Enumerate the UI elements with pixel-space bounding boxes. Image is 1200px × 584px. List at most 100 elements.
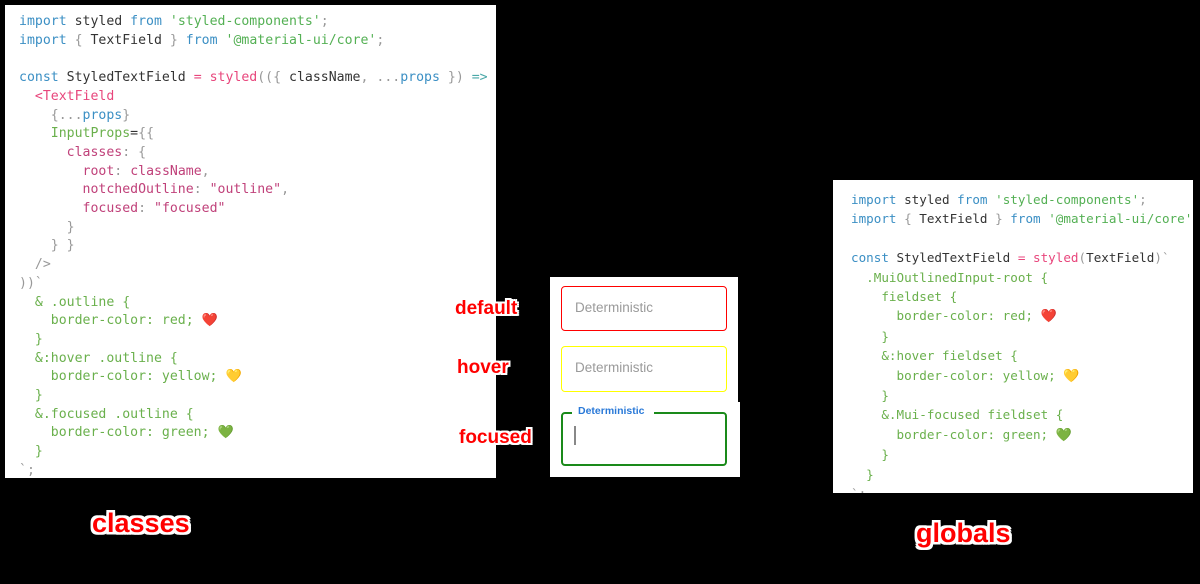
code-block-classes: import styled from 'styled-components';i…	[19, 13, 496, 478]
code-token: props	[400, 70, 440, 86]
code-token	[851, 388, 881, 403]
code-token	[146, 201, 154, 216]
code-token: {	[273, 70, 282, 86]
code-token	[162, 14, 170, 29]
code-token	[19, 407, 35, 422]
code-token: }	[34, 388, 43, 404]
textfield-default-label: Deterministic	[575, 300, 654, 315]
code-line: border-color: red; ❤️	[19, 312, 496, 331]
code-token	[19, 295, 35, 310]
code-token: ❤️	[201, 313, 218, 329]
code-token: 💚	[1055, 427, 1072, 443]
code-token	[19, 388, 35, 403]
code-token	[19, 444, 35, 459]
code-token: border-color: yellow;	[50, 369, 226, 385]
code-token: ...	[368, 70, 401, 86]
code-token: TextField	[911, 211, 996, 227]
demo-cell-default: Deterministic	[550, 277, 738, 339]
code-token: from	[185, 32, 218, 48]
code-token: '@material-ui/core'	[225, 32, 377, 48]
code-token: 💛	[1063, 368, 1080, 384]
code-token	[19, 332, 35, 347]
code-token: border-color: red;	[50, 313, 202, 329]
code-line: border-color: green; 💚	[851, 425, 1193, 445]
code-token	[19, 108, 51, 123]
code-token: ...	[58, 107, 83, 123]
code-token: ))	[19, 275, 35, 291]
code-line: }	[19, 331, 496, 350]
code-token	[851, 368, 897, 383]
textfield-default[interactable]: Deterministic	[561, 286, 727, 331]
code-line: notchedOutline: "outline",	[19, 181, 496, 200]
code-token: InputProps	[50, 126, 131, 142]
code-token	[19, 126, 51, 141]
code-line: `;	[851, 484, 1193, 493]
code-token: className	[122, 163, 202, 179]
code-token: className	[281, 70, 361, 86]
textfield-focused[interactable]: Deterministic	[561, 405, 727, 466]
demo-preview: Deterministic Deterministic Deterministi…	[550, 277, 740, 477]
caption-classes: classes	[92, 508, 190, 538]
code-line: border-color: yellow; 💛	[19, 368, 496, 387]
code-line: border-color: green; 💚	[19, 424, 496, 443]
code-line: import styled from 'styled-components';	[851, 190, 1193, 209]
code-line: }	[851, 465, 1193, 484]
code-token: )	[455, 70, 464, 86]
code-line: focused: "focused"	[19, 200, 496, 219]
code-token	[851, 270, 866, 285]
annotation-focused: focused	[459, 427, 532, 448]
code-token: ;	[26, 462, 35, 478]
code-token: classes	[66, 144, 123, 160]
code-token: styled	[209, 70, 258, 86]
demo-cell-hover: Deterministic	[550, 339, 738, 402]
code-line	[851, 229, 1193, 248]
code-token: }	[881, 388, 889, 404]
code-token	[19, 182, 83, 197]
code-token: }	[881, 328, 889, 344]
code-line: const StyledTextField = styled(TextField…	[851, 248, 1193, 267]
code-line: root: className,	[19, 163, 496, 182]
code-line: }	[19, 443, 496, 462]
code-token: ;	[320, 14, 329, 29]
code-line: &.Mui-focused fieldset {	[851, 405, 1193, 424]
code-panel-globals: import styled from 'styled-components';i…	[833, 180, 1193, 493]
code-token: const	[19, 70, 59, 86]
code-token	[202, 70, 210, 85]
code-token	[67, 33, 75, 48]
code-token	[1025, 250, 1033, 265]
code-token	[19, 201, 83, 216]
code-token: from	[957, 192, 988, 207]
code-token: ;	[1192, 211, 1193, 226]
code-token	[19, 313, 51, 328]
code-token: import	[19, 32, 67, 48]
code-token	[851, 289, 881, 304]
code-token: }	[447, 70, 456, 86]
code-token: }	[34, 444, 43, 460]
code-token	[851, 427, 897, 442]
code-token: {	[50, 107, 59, 123]
code-line: }	[19, 219, 496, 238]
code-block-globals: import styled from 'styled-components';i…	[851, 190, 1193, 493]
code-token: }	[169, 32, 178, 48]
textfield-hover[interactable]: Deterministic	[561, 346, 727, 392]
code-token: }	[881, 447, 889, 463]
code-line: const StyledTextField = styled(({ classN…	[19, 69, 496, 88]
code-token	[19, 425, 51, 440]
code-token: ;	[1139, 192, 1147, 207]
code-line: border-color: red; ❤️	[851, 306, 1193, 326]
code-token: {	[138, 144, 147, 160]
code-token	[19, 89, 35, 104]
code-token: &.Mui-focused fieldset {	[881, 407, 1064, 423]
code-token	[851, 348, 881, 363]
code-token: "focused"	[154, 201, 226, 217]
code-token: :	[138, 201, 147, 217]
code-token: />	[34, 257, 51, 273]
code-token	[19, 351, 35, 366]
code-token: }	[66, 219, 75, 235]
code-token: ,	[360, 70, 369, 86]
code-token	[851, 467, 866, 482]
code-line: {...props}	[19, 107, 496, 126]
code-token: =	[193, 70, 202, 86]
code-line: ))`	[19, 275, 496, 294]
code-token: }	[50, 238, 59, 254]
